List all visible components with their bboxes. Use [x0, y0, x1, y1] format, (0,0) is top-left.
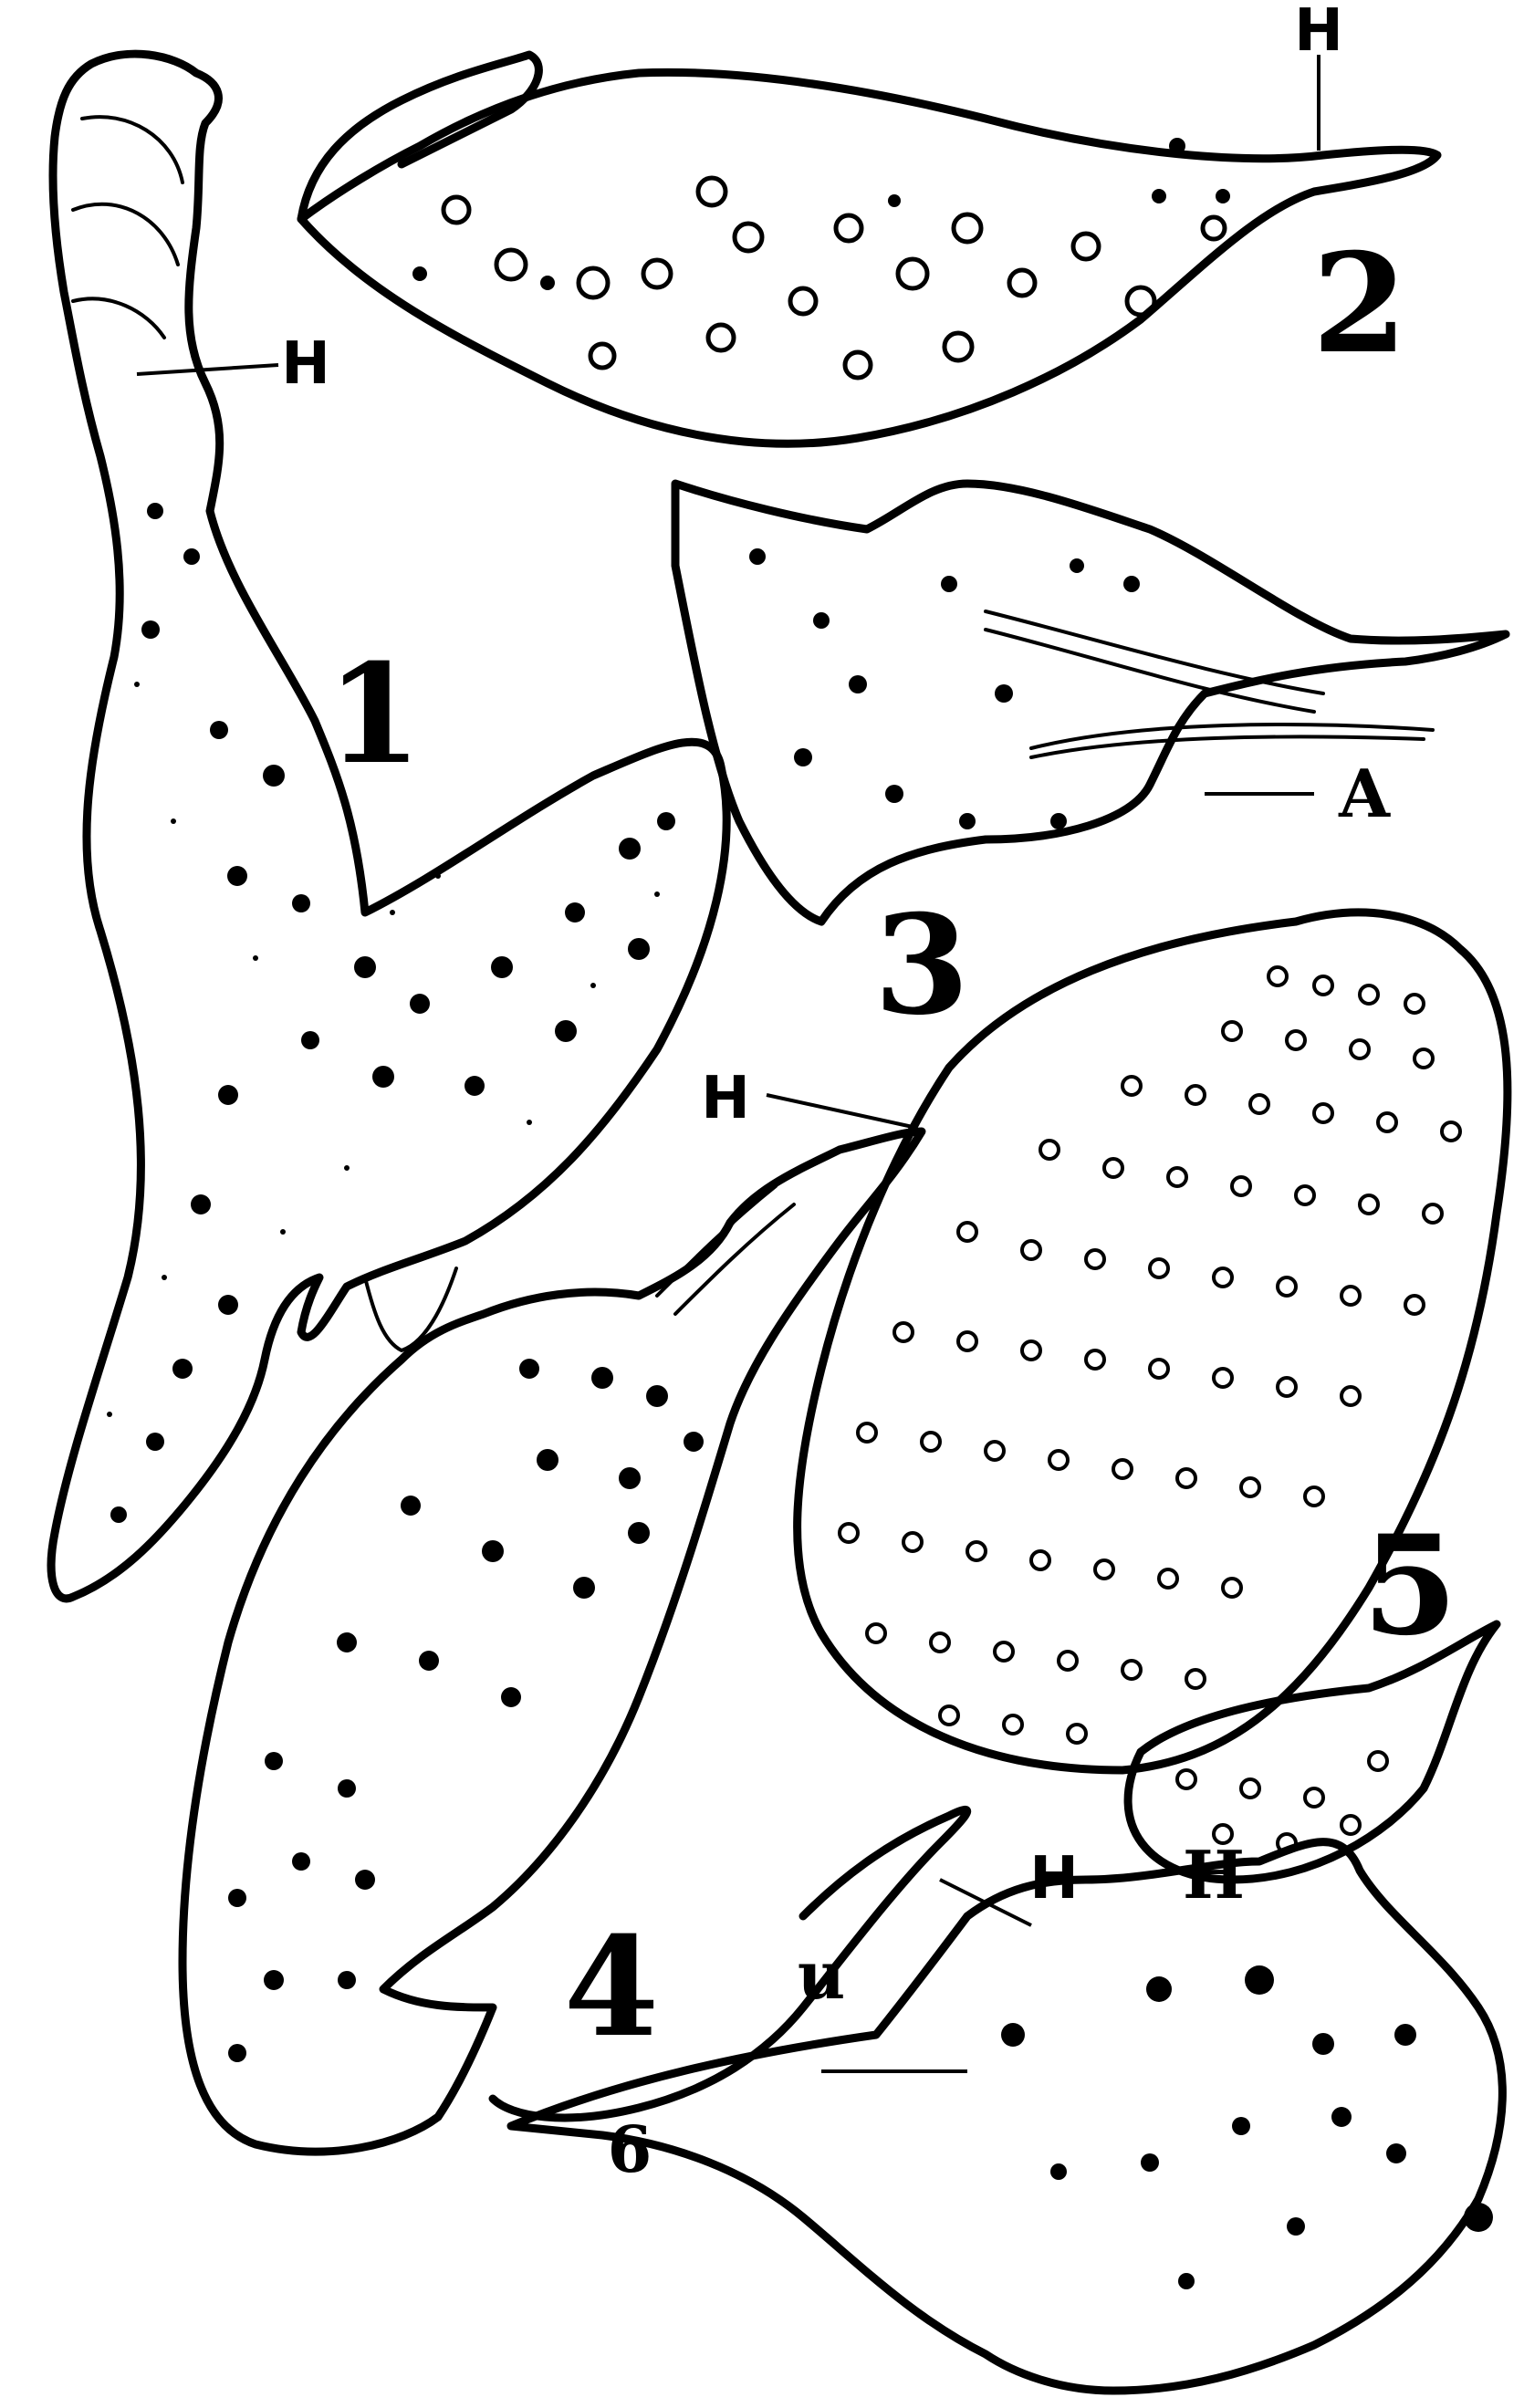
figure-6-n-label: H: [1183, 1836, 1245, 1913]
figure-4-number: 4: [564, 1907, 659, 2068]
figure-2-nuclei: [444, 178, 1225, 378]
figure-1-inner-spiral: [73, 117, 183, 338]
figure-6-number: 6: [608, 2111, 652, 2187]
figure-3-nuclei: [749, 548, 1140, 829]
figure-4-h-leader: [767, 1095, 913, 1127]
figure-6-u-label: u: [798, 1936, 845, 2014]
figure-3-ducts: [986, 611, 1433, 757]
figure-1-h-leader: [137, 365, 278, 374]
figure-4-duct: [657, 1186, 794, 1314]
figure-6-nuclei: [1001, 1965, 1493, 2289]
figure-1-duct-stub: [365, 1268, 456, 1350]
figure-6-outline: [511, 1842, 1502, 2391]
figure-6-h-label: H: [1029, 1845, 1079, 1913]
figure-6-gland: H H u 6: [493, 1809, 1502, 2391]
figure-5-gland: 5: [798, 912, 1508, 1880]
figure-2-gland: H 2: [301, 0, 1437, 443]
figure-5-number: 5: [1362, 1506, 1457, 1666]
figure-1-h-label: H: [281, 330, 330, 398]
figure-2-number: 2: [1312, 224, 1407, 384]
figure-3-a-label: A: [1338, 755, 1391, 832]
figure-3-gland: A 3: [675, 484, 1506, 1046]
figure-4-h-label: H: [701, 1065, 750, 1132]
figure-2-dots: [412, 138, 1230, 290]
figure-2-h-label: H: [1294, 0, 1343, 65]
figure-3-outline: [675, 484, 1506, 922]
figure-3-number: 3: [874, 885, 969, 1046]
figure-1-number: 1: [327, 634, 422, 795]
